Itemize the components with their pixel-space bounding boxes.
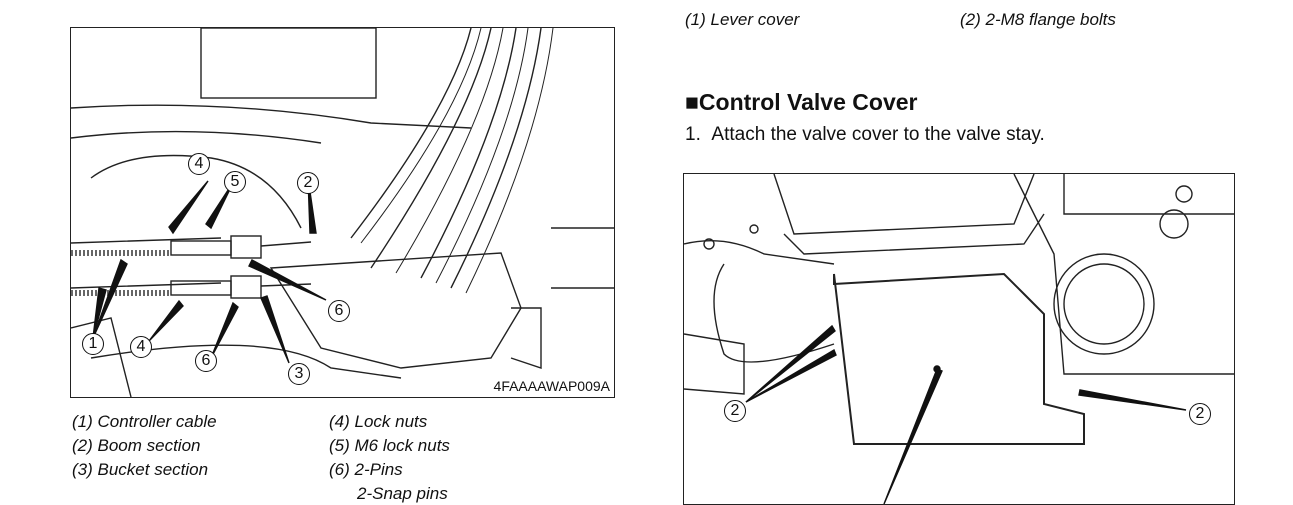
step-text: Attach the valve cover to the valve stay… <box>711 124 1045 145</box>
callout-boom-section: 2 <box>297 172 319 194</box>
valve-cover-illustration <box>684 174 1234 504</box>
caption-1: (1) Controller cable <box>72 412 217 431</box>
control-cable-illustration <box>71 28 614 397</box>
caption-4: (4) Lock nuts <box>329 412 428 431</box>
valve-cover-figure: 2 2 <box>683 173 1235 505</box>
top-caption-2: (2) 2-M8 flange bolts <box>960 10 1116 29</box>
control-cable-figure: 4 5 2 1 4 6 6 3 4FAAAAWAP009A <box>70 27 615 398</box>
caption-6b: 2-Snap pins <box>357 484 448 503</box>
callout-flange-bolts: 2 <box>724 400 746 422</box>
step-number: 1. <box>685 124 701 145</box>
callout-m6-lock-nuts: 5 <box>224 171 246 193</box>
caption-2: (2) Boom section <box>72 436 201 455</box>
callout-bucket-section: 3 <box>288 363 310 385</box>
section-title: ■Control Valve Cover <box>685 89 917 116</box>
step-1: 1. Attach the valve cover to the valve s… <box>685 124 1045 146</box>
section-marker: ■ <box>685 89 699 115</box>
callout-controller-cable: 1 <box>82 333 104 355</box>
callout-pins: 6 <box>195 350 217 372</box>
callout-lock-nuts-2: 4 <box>130 336 152 358</box>
callout-lock-nuts: 4 <box>188 153 210 175</box>
callout-pins-2: 6 <box>328 300 350 322</box>
top-caption-1: (1) Lever cover <box>685 10 800 29</box>
caption-3: (3) Bucket section <box>72 460 209 479</box>
callout-flange-bolts-2: 2 <box>1189 403 1211 425</box>
section-title-text: Control Valve Cover <box>698 89 918 115</box>
figure-code: 4FAAAAWAP009A <box>493 378 610 394</box>
caption-6: (6) 2-Pins <box>329 460 403 479</box>
caption-5: (5) M6 lock nuts <box>329 436 450 455</box>
